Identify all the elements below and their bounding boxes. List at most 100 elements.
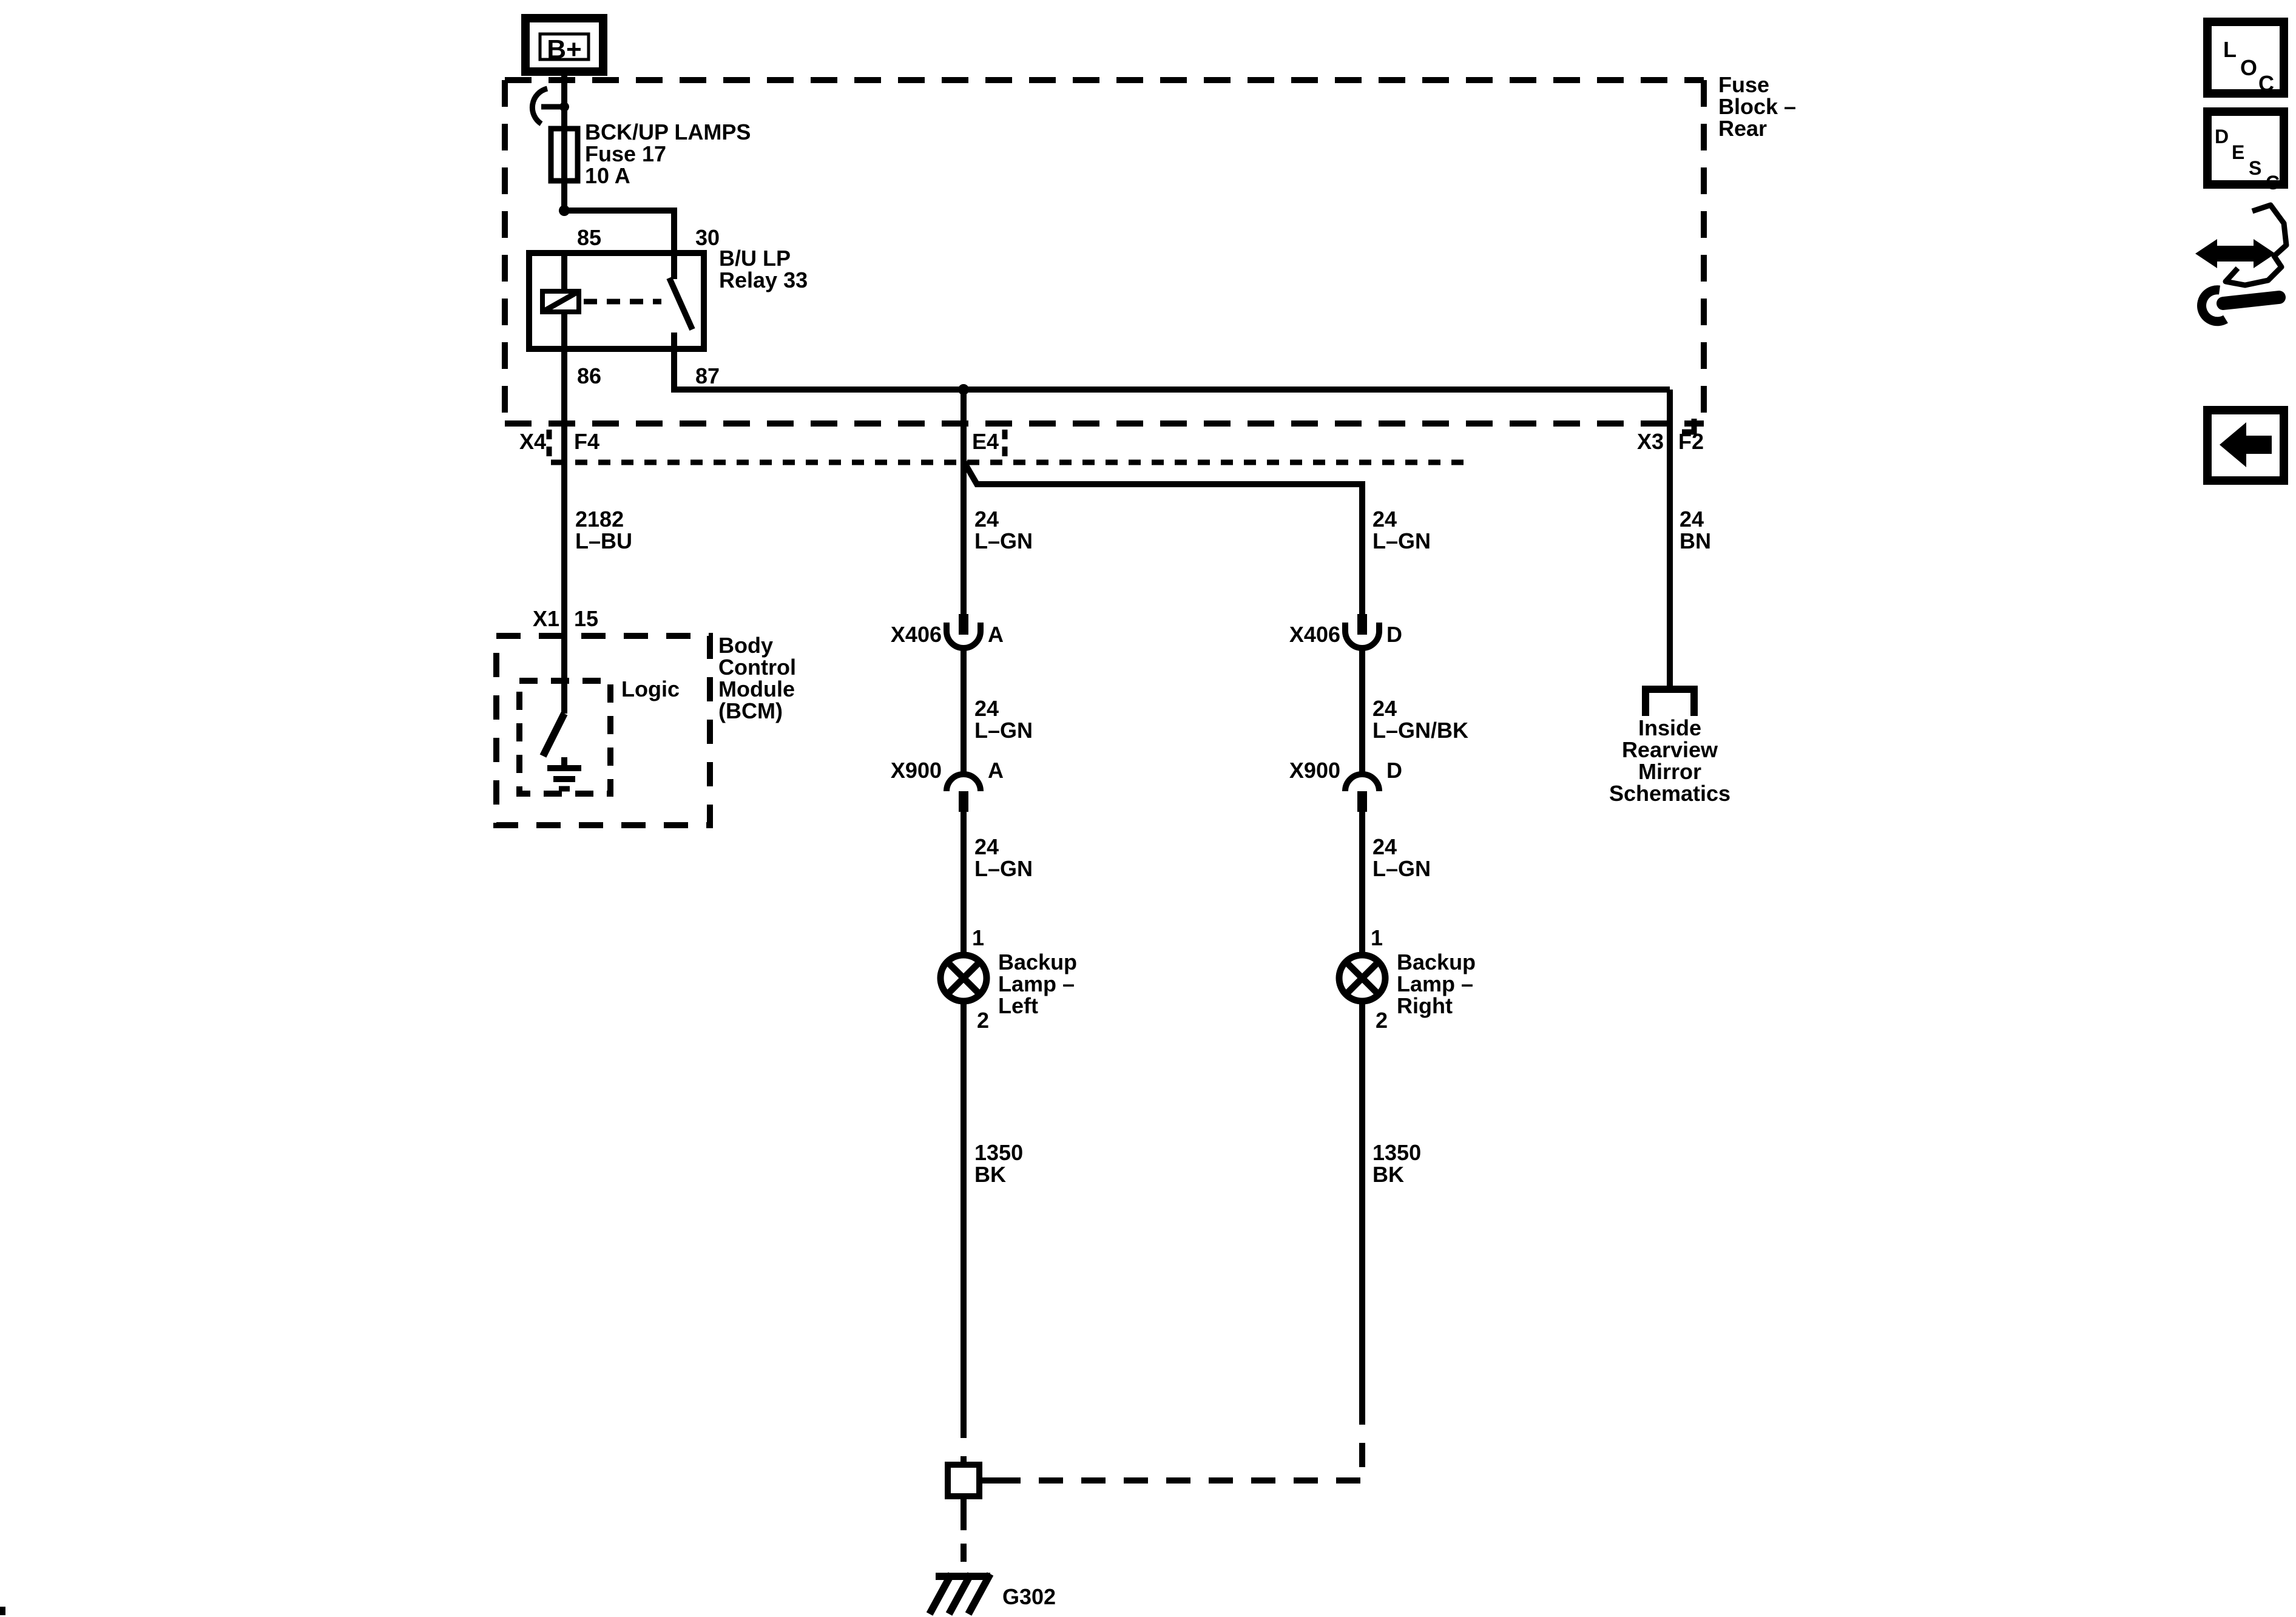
fuse-block-title-line3: Rear xyxy=(1718,116,1767,141)
body-control-module: X1 15 Logic Body Control Module (BCM) xyxy=(493,606,796,828)
offpage-bracket xyxy=(1642,686,1698,716)
wire-label-color: L–GN xyxy=(1373,856,1431,881)
connector-pin: D xyxy=(1386,758,1402,783)
fuse-rating: 10 A xyxy=(585,163,630,188)
fuse-symbol xyxy=(548,126,581,184)
fuse-circuit: BCK/UP LAMPS Fuse 17 10 A xyxy=(529,72,751,216)
relay-name-line2: Relay 33 xyxy=(719,268,808,292)
connector-pin: A xyxy=(988,758,1004,783)
wire-label-gauge: 24 xyxy=(1373,834,1397,859)
wire-label-color: L–GN/BK xyxy=(1373,718,1468,743)
lamp-name-line2: Lamp – xyxy=(998,971,1075,996)
fuse-block-title-line2: Block – xyxy=(1718,94,1796,119)
arrows-wrench-icon xyxy=(2195,202,2289,326)
repair-tools-button[interactable] xyxy=(2195,202,2289,326)
loc-letter-o: O xyxy=(2240,55,2257,80)
bcm-title-line1: Body xyxy=(718,633,773,658)
mirror-ref-line3: Mirror xyxy=(1638,759,1701,784)
lamp-name-line2: Lamp – xyxy=(1397,971,1473,996)
backup-lamp-right: 1 2 Backup Lamp – Right xyxy=(1335,925,1476,1033)
desc-letter-s: S xyxy=(2249,157,2261,179)
relay-pin-85: 85 xyxy=(577,225,601,250)
wire-label-circuit: 1350 xyxy=(1373,1140,1421,1165)
lamp-pin-1: 1 xyxy=(1371,925,1383,950)
right-lamp-branch: 24 L–GN X406 D 24 L–GN/BK X900 D 24 L–GN… xyxy=(961,459,1476,1480)
connector-x406-d: X406 D xyxy=(1289,614,1402,651)
loc-letter-l: L xyxy=(2223,37,2237,62)
lamp-name-line3: Left xyxy=(998,993,1038,1018)
wire-label-color: L–BU xyxy=(575,528,632,553)
wire-label-color: L–GN xyxy=(974,528,1033,553)
clip-symbol xyxy=(529,86,549,126)
wire-label-circuit: 2182 xyxy=(575,507,624,532)
back-button[interactable] xyxy=(2203,406,2288,485)
connector-name: X406 xyxy=(1289,622,1340,647)
fuse-block-connector-row: X4 F4 E4 X3 F2 xyxy=(519,429,1704,454)
mirror-ref-line1: Inside xyxy=(1638,715,1701,740)
mirror-ref-line2: Rearview xyxy=(1622,737,1718,762)
fuse-number: Fuse 17 xyxy=(585,141,666,166)
backup-lamp-relay: 85 30 86 87 B/U LP Relay 33 xyxy=(526,208,808,388)
relay-coil xyxy=(540,289,581,314)
bcm-title-line4: (BCM) xyxy=(718,698,783,723)
connector-name: X900 xyxy=(891,758,942,783)
relay-box xyxy=(526,250,707,352)
wire-label-circuit: 1350 xyxy=(974,1140,1023,1165)
bcm-pin: 15 xyxy=(574,606,598,631)
desc-letter-e: E xyxy=(2232,141,2244,163)
connector-x4: X4 xyxy=(519,429,546,454)
bcm-connector: X1 xyxy=(533,606,559,631)
battery-label: B+ xyxy=(547,35,581,64)
cavity-e4: E4 xyxy=(972,429,999,454)
splice-box xyxy=(945,1462,982,1499)
fuse-block-title-line1: Fuse xyxy=(1718,72,1769,97)
wire-label-color: BN xyxy=(1680,528,1711,553)
connector-pin: A xyxy=(988,622,1004,647)
connector-x3: X3 xyxy=(1637,429,1664,454)
lamp-name-line1: Backup xyxy=(1397,950,1476,974)
relay-pin-86: 86 xyxy=(577,363,601,388)
cavity-f4: F4 xyxy=(574,429,599,454)
desc-letter-d: D xyxy=(2215,126,2229,147)
wire-label-gauge: 24 xyxy=(974,834,999,859)
wire-label-color: BK xyxy=(1373,1162,1404,1187)
loc-button[interactable]: L O C xyxy=(2203,18,2288,98)
bcm-switch xyxy=(539,712,568,758)
connector-pin: D xyxy=(1386,622,1402,647)
relay-pin-87: 87 xyxy=(695,363,720,388)
wire-label-color: L–GN xyxy=(974,856,1033,881)
bcm-title-line2: Control xyxy=(718,655,796,680)
lamp-name-line1: Backup xyxy=(998,950,1077,974)
relay-output-run xyxy=(671,349,1673,688)
relay-name-line1: B/U LP xyxy=(719,246,791,271)
cavity-f2: F2 xyxy=(1678,429,1704,454)
wire-label-gauge: 24 xyxy=(1373,507,1397,532)
back-arrow-icon xyxy=(2220,422,2272,467)
wire-label-gauge: 24 xyxy=(1680,507,1704,532)
lamp-pin-1: 1 xyxy=(972,925,984,950)
mirror-ref-line4: Schematics xyxy=(1609,781,1730,806)
wire-label-color: BK xyxy=(974,1162,1006,1187)
ground-label: G302 xyxy=(1002,1584,1056,1609)
fuse-name: BCK/UP LAMPS xyxy=(585,120,751,144)
lamp-name-line3: Right xyxy=(1397,993,1453,1018)
bcm-feed-wire: 2182 L–BU xyxy=(561,349,632,681)
ground-symbol-g302 xyxy=(926,1572,994,1616)
desc-button[interactable]: D E S C xyxy=(2203,107,2288,194)
bcm-logic-label: Logic xyxy=(621,677,680,701)
connector-name: X900 xyxy=(1289,758,1340,783)
fuse-block-boundary xyxy=(502,77,1707,465)
mirror-schematics-reference: 24 BN Inside Rearview Mirror Schematics xyxy=(1609,507,1730,806)
connector-name: X406 xyxy=(891,622,942,647)
connector-x900-d: X900 D xyxy=(1289,758,1402,812)
wire-label-gauge: 24 xyxy=(974,696,999,721)
page-mark xyxy=(0,1607,5,1615)
bcm-box xyxy=(493,633,713,828)
connector-x406-a: X406 A xyxy=(891,614,1004,651)
fuse-block-title: Fuse Block – Rear xyxy=(1718,72,1796,141)
backup-lamp-left: 1 2 Backup Lamp – Left xyxy=(937,925,1077,1033)
connector-x900-a: X900 A xyxy=(891,758,1004,812)
lamp-pin-2: 2 xyxy=(1376,1008,1388,1033)
wire-label-color: L–GN xyxy=(974,718,1033,743)
lamp-pin-2: 2 xyxy=(977,1008,989,1033)
